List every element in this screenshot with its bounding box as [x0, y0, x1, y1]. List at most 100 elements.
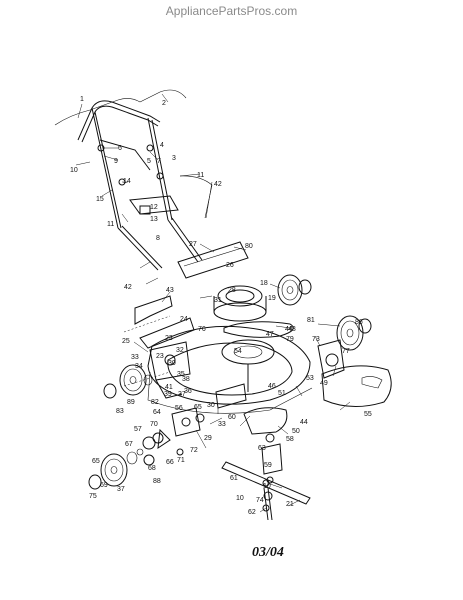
part-label: 44 — [300, 419, 308, 426]
part-label: 29 — [204, 435, 212, 442]
part-label: 47 — [266, 331, 274, 338]
front-wheel-upper — [277, 274, 312, 306]
part-label: 12 — [150, 204, 158, 211]
part-label: 63 — [258, 445, 266, 452]
part-label: 68 — [148, 465, 156, 472]
part-label: 24 — [180, 316, 188, 323]
part-label: 76 — [198, 326, 206, 333]
part-label: 72 — [190, 447, 198, 454]
part-label: 7 — [157, 158, 161, 165]
part-label: 11 — [197, 172, 204, 179]
part-label: 38 — [182, 376, 190, 383]
part-label: 33 — [218, 421, 226, 428]
part-label: 81 — [307, 317, 315, 324]
part-label: 10 — [236, 495, 244, 502]
part-label: 23 — [156, 353, 164, 360]
blade-adapter — [261, 433, 283, 484]
side-discharge-chute — [321, 365, 392, 407]
part-label: 56 — [175, 405, 183, 412]
part-label: 42 — [124, 284, 132, 291]
part-label: 88 — [153, 478, 161, 485]
rear-bracket — [149, 341, 191, 399]
part-label: 59 — [264, 462, 272, 469]
part-labels: 1 2 3 4 5 6 7 8 9 10 11 11 12 13 14 15 4… — [70, 96, 372, 516]
part-label: 26 — [226, 262, 234, 269]
part-label: 71 — [177, 457, 185, 464]
part-label: 10 — [70, 167, 78, 174]
part-label: 3 — [172, 155, 176, 162]
leader-lines — [75, 93, 351, 513]
part-label: 5 — [147, 158, 151, 165]
rear-wheel-lower — [88, 451, 138, 490]
part-label: 37 — [117, 486, 125, 493]
part-label: 65 — [92, 458, 100, 465]
part-label: 39 — [164, 391, 172, 398]
date-code: 03/04 — [252, 545, 284, 560]
mower-blade — [221, 461, 311, 505]
engine-pulley — [213, 285, 267, 322]
part-label: 74 — [256, 497, 264, 504]
deck-baffle — [123, 315, 171, 387]
bag-frame — [177, 241, 249, 279]
part-label: 50 — [292, 428, 300, 435]
part-label: 30 — [207, 402, 215, 409]
part-label: 30 — [168, 360, 176, 367]
wheel-height-adjuster — [317, 339, 345, 379]
rear-wheel-left — [103, 364, 153, 399]
part-label: 23 — [165, 335, 173, 342]
part-label: 54 — [234, 348, 242, 355]
part-label: 37 — [178, 391, 186, 398]
part-label: 44 — [285, 326, 293, 333]
part-label: 75 — [89, 493, 97, 500]
part-label: 35 — [177, 371, 185, 378]
part-label: 21 — [286, 501, 294, 508]
part-label: 51 — [278, 390, 286, 397]
deck-plate — [215, 383, 288, 435]
part-label: 64 — [153, 409, 161, 416]
part-label: 33 — [131, 354, 139, 361]
part-label: 80 — [245, 243, 253, 250]
lower-handle — [99, 139, 203, 271]
part-label: 57 — [134, 426, 142, 433]
part-label: 13 — [150, 216, 158, 223]
part-label: 65 — [194, 404, 202, 411]
watermark: AppliancePartsPros.com — [165, 4, 298, 18]
part-label: 41 — [165, 384, 173, 391]
part-label: 4 — [160, 142, 164, 149]
part-label: 32 — [176, 347, 184, 354]
part-label: 86 — [355, 319, 363, 326]
part-label: 82 — [151, 399, 159, 406]
part-label: 25 — [122, 338, 130, 345]
part-label: 73 — [312, 336, 320, 343]
part-label: 8 — [156, 235, 160, 242]
part-label: 53 — [306, 375, 314, 382]
part-label: 27 — [189, 241, 197, 248]
part-label: 9 — [114, 158, 118, 165]
mower-deck — [147, 325, 313, 414]
part-label: 46 — [268, 383, 276, 390]
part-label: 55 — [364, 411, 372, 418]
part-label: 77 — [342, 348, 350, 355]
part-label: 6 — [118, 145, 122, 152]
part-label: 83 — [116, 408, 124, 415]
part-label: 60 — [228, 414, 236, 421]
throttle-cable — [54, 89, 213, 219]
part-label: 1 — [80, 96, 84, 103]
front-wheel-right — [336, 315, 372, 351]
part-label: 19 — [268, 295, 276, 302]
part-label: 69 — [100, 482, 108, 489]
part-label: 18 — [260, 280, 268, 287]
part-label: 79 — [286, 336, 294, 343]
part-label: 66 — [166, 459, 174, 466]
part-label: 70 — [150, 421, 158, 428]
part-label: 62 — [248, 509, 256, 516]
part-label: 11 — [107, 221, 114, 228]
part-label: 48 — [288, 326, 296, 333]
drive-belt — [223, 321, 294, 338]
part-label: 49 — [320, 380, 328, 387]
blade-bolt — [262, 487, 273, 521]
part-label: 2 — [162, 100, 166, 107]
part-label: 15 — [96, 196, 104, 203]
rear-axle-assembly — [152, 407, 205, 456]
